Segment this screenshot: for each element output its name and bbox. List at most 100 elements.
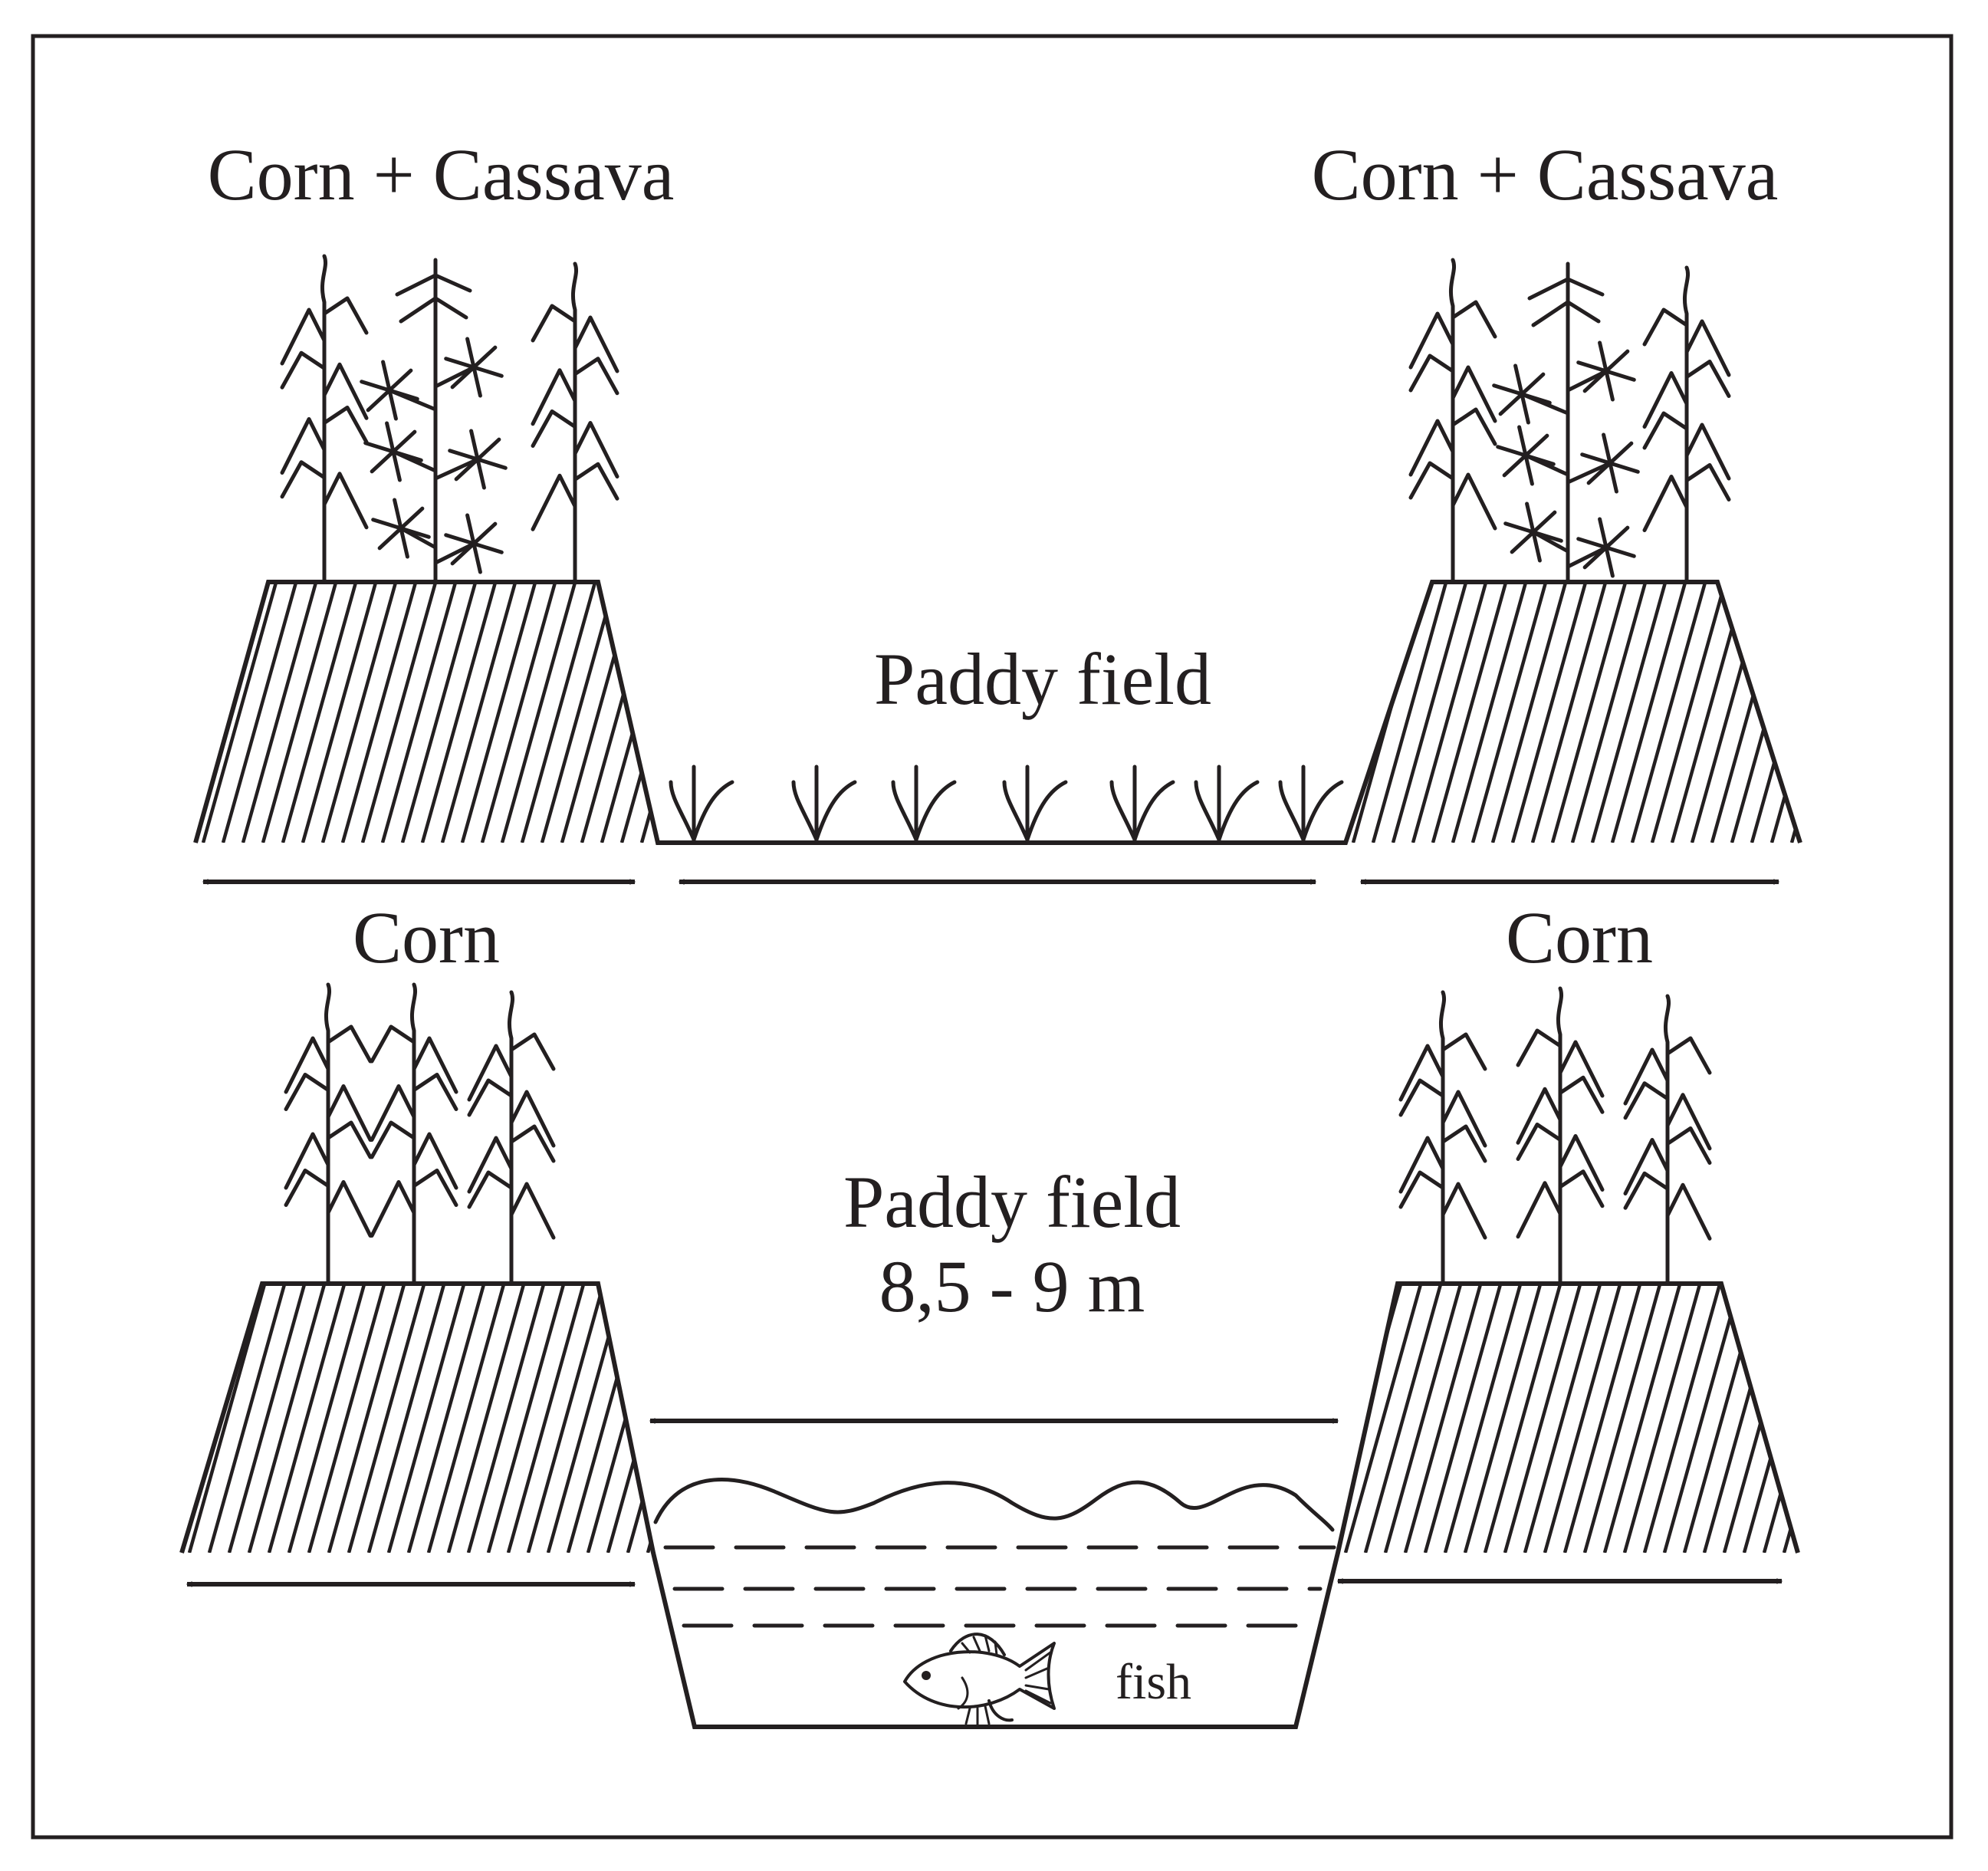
- upper-section: Corn + Cassava Corn + Cassava Paddy fiel…: [193, 133, 1884, 885]
- hatch-line: [1812, 582, 1884, 843]
- figure-frame: [31, 34, 1953, 1840]
- hatch-line: [1510, 582, 1588, 843]
- hatch-line: [1371, 582, 1448, 843]
- hatch-line: [207, 1284, 287, 1553]
- hatch-line: [1590, 582, 1668, 843]
- hatch-line: [182, 1284, 247, 1553]
- hatch-line: [301, 582, 378, 843]
- hatch-line: [600, 582, 658, 843]
- corn-plant: [284, 982, 373, 1286]
- hatch-line: [267, 1284, 347, 1553]
- hatch-line: [466, 1284, 546, 1553]
- hatch-line: [1503, 1284, 1582, 1553]
- hatch-line: [1246, 1284, 1321, 1553]
- lower-left-bank-label: Corn: [353, 896, 500, 978]
- upper-paddy-field-label: Paddy field: [874, 638, 1211, 720]
- upper-left-bank-label: Corn + Cassava: [208, 133, 675, 215]
- hatch-line: [1411, 582, 1488, 843]
- hatch-line: [506, 1284, 586, 1553]
- rice-seedling: [1194, 765, 1260, 844]
- hatch-line: [1431, 582, 1508, 843]
- hatch-line: [1463, 1284, 1543, 1553]
- hatch-line: [1338, 1284, 1343, 1553]
- hatch-line: [340, 582, 418, 843]
- hatch-line: [1789, 582, 1800, 843]
- hatch-line: [241, 582, 318, 843]
- corn-plant: [531, 261, 619, 584]
- hatch-line: [347, 1284, 426, 1553]
- hatch-line: [1523, 1284, 1602, 1553]
- cassava-plant: [360, 258, 508, 584]
- hatch-line: [1682, 1284, 1762, 1553]
- upper-left-corn-cassava-plants: [280, 254, 619, 584]
- fish-icon: [903, 1633, 1056, 1728]
- hatch-line: [1782, 1284, 1798, 1553]
- rice-seedling: [669, 765, 734, 844]
- hatch-line: [1363, 1284, 1443, 1553]
- hatch-line: [486, 1284, 566, 1553]
- lower-right-bank-hatch: [1246, 1284, 1899, 1553]
- hatch-line: [1543, 1284, 1622, 1553]
- hatch-line: [1610, 582, 1687, 843]
- lower-right-corn-plants: [1398, 986, 1712, 1286]
- hatch-line: [1769, 582, 1800, 843]
- hatch-line: [1742, 1284, 1798, 1553]
- hatch-line: [366, 1284, 446, 1553]
- cassava-plant: [1492, 261, 1640, 584]
- rice-seedlings: [669, 765, 1344, 844]
- hatch-line: [1443, 1284, 1523, 1553]
- lower-paddy-field-label: Paddy field: [843, 1161, 1181, 1243]
- hatch-line: [546, 1284, 626, 1553]
- corn-plant: [1642, 265, 1731, 584]
- corn-plant: [280, 254, 369, 584]
- hatch-line: [520, 582, 597, 843]
- hatch-line: [446, 1284, 526, 1553]
- hatch-line: [1582, 1284, 1662, 1553]
- hatch-line: [1762, 1284, 1798, 1553]
- upper-right-corn-cassava-plants: [1408, 258, 1731, 584]
- hatch-line: [1804, 1284, 1879, 1553]
- hatch-line: [1403, 1284, 1483, 1553]
- hatch-line: [90, 1284, 165, 1553]
- hatch-line: [540, 582, 617, 843]
- hatch-line: [1824, 1284, 1899, 1553]
- corn-plant: [1398, 990, 1487, 1286]
- hatch-line: [221, 582, 298, 843]
- hatch-line: [1550, 582, 1628, 843]
- rice-seedling: [1002, 765, 1068, 844]
- corn-plant: [1623, 994, 1712, 1286]
- hatch-line: [196, 582, 258, 843]
- hatch-line: [1346, 582, 1408, 843]
- water-surface-wave: [653, 1478, 1335, 1532]
- hatch-line: [201, 582, 278, 843]
- hatch-line: [187, 1284, 267, 1553]
- hatch-line: [1383, 1284, 1463, 1553]
- hatch-line: [662, 582, 734, 843]
- corn-plant: [370, 982, 458, 1286]
- hatch-line: [426, 1284, 506, 1553]
- hatch-line: [500, 582, 577, 843]
- lower-section: fish Corn Corn Paddy field 8,5 - 9 m: [90, 896, 1899, 1729]
- hatch-line: [1530, 582, 1608, 843]
- hatch-line: [287, 1284, 366, 1553]
- hatch-line: [1630, 582, 1707, 843]
- hatch-line: [440, 582, 518, 843]
- rice-seedling: [791, 765, 857, 844]
- hatch-line: [1343, 1284, 1423, 1553]
- hatch-line: [1730, 582, 1800, 843]
- hatch-line: [1490, 582, 1568, 843]
- corn-plant: [1408, 258, 1497, 584]
- hatch-line: [261, 582, 338, 843]
- hatch-line: [1650, 582, 1727, 843]
- rice-seedling: [891, 765, 957, 844]
- hatch-line: [247, 1284, 327, 1553]
- hatch-line: [386, 1284, 466, 1553]
- fish-label: fish: [1116, 1654, 1191, 1710]
- hatch-line: [320, 582, 398, 843]
- corn-plant: [1516, 986, 1605, 1286]
- hatch-line: [1423, 1284, 1503, 1553]
- hatch-line: [196, 582, 199, 843]
- hatch-line: [460, 582, 537, 843]
- rice-seedling: [1278, 765, 1344, 844]
